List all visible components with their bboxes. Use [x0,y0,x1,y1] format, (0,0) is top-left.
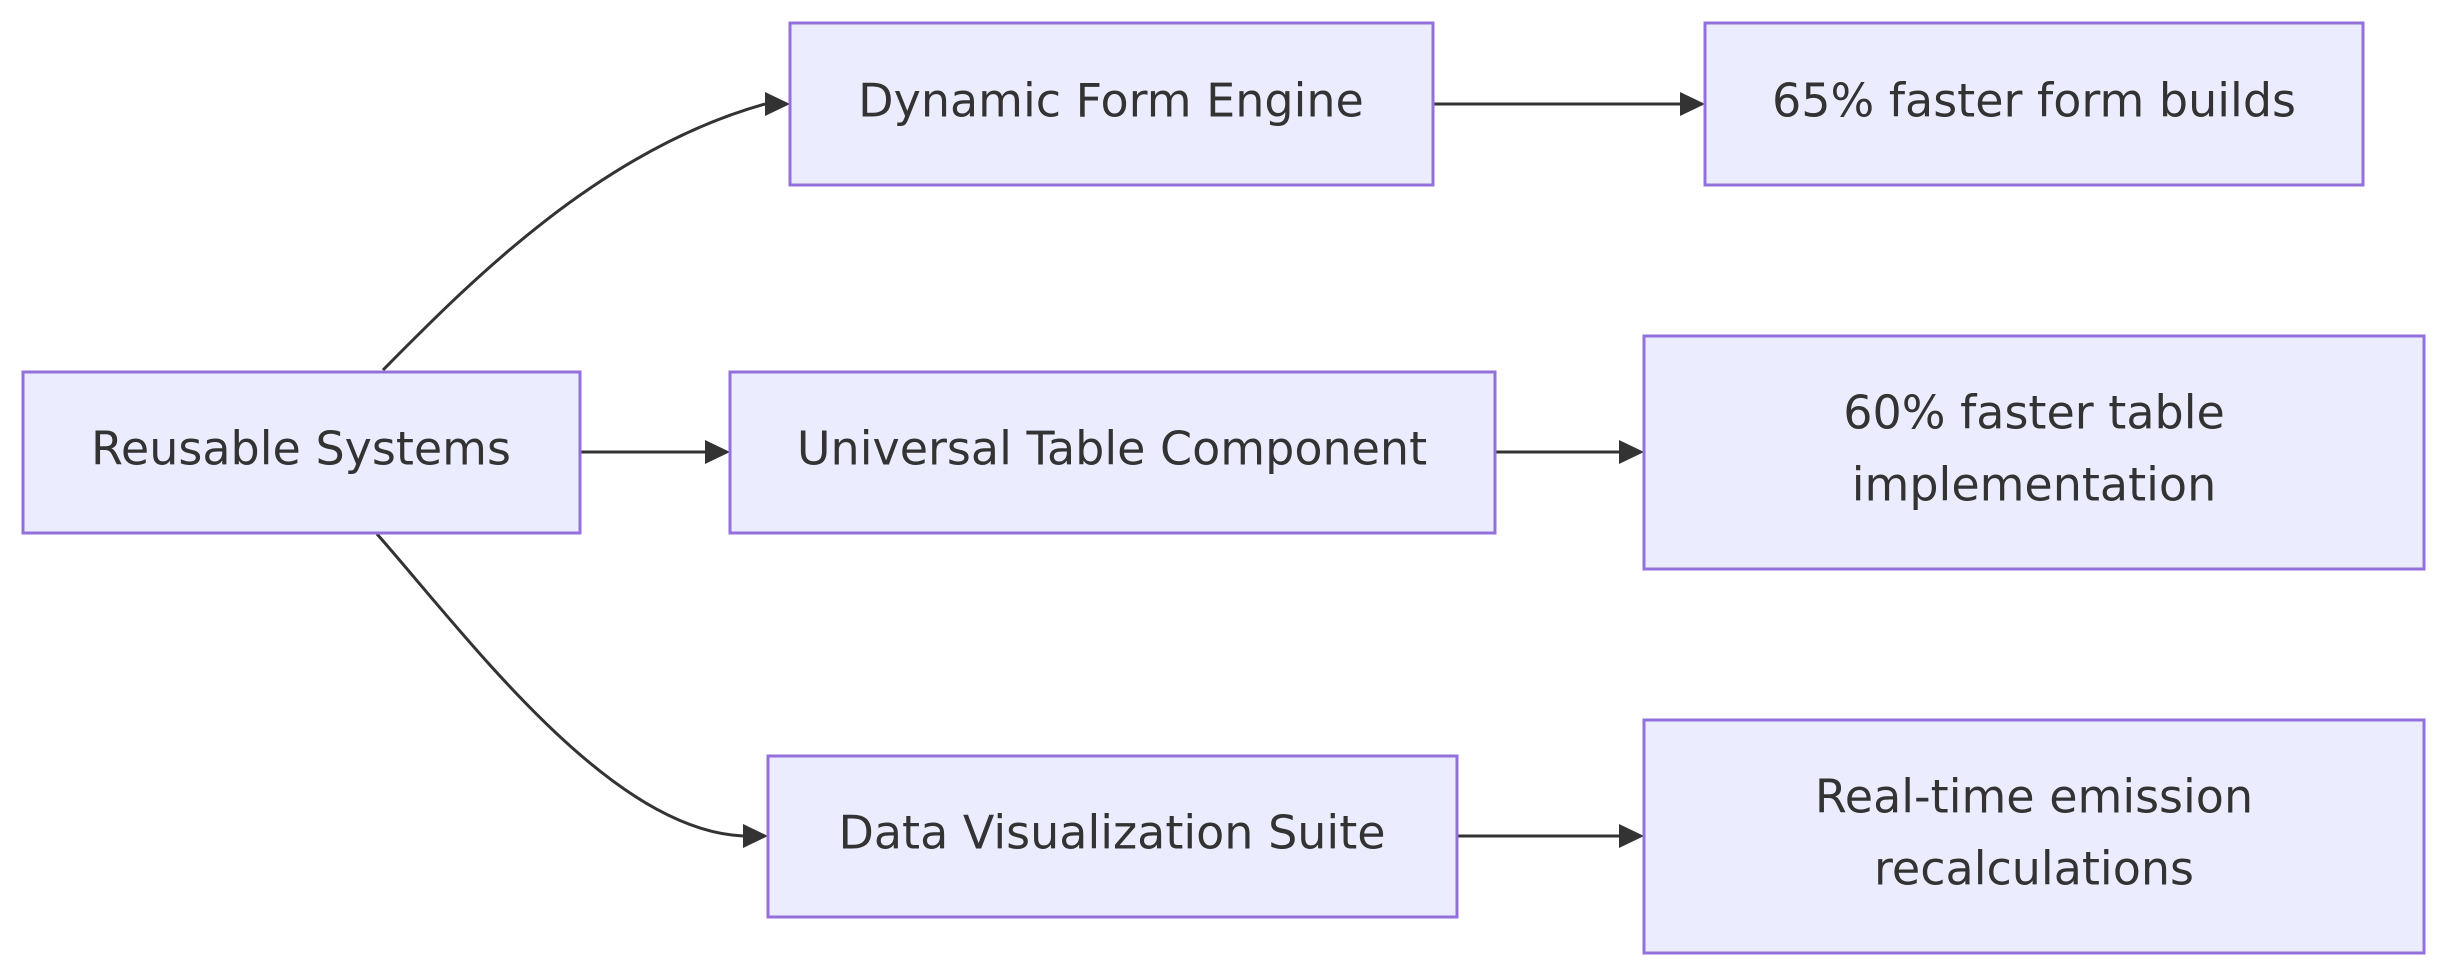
node-table-implementation-result: 60% faster table implementation [1642,334,2426,571]
edge-reusable-to-form-engine [381,102,766,372]
edge-reusable-to-dataviz-suite [375,533,744,838]
edges [375,92,1705,848]
node-label: Data Visualization Suite [838,806,1385,860]
node-label-line-2: recalculations [1874,842,2194,896]
node-dynamic-form-engine: Dynamic Form Engine [788,21,1435,187]
node-reusable-systems: Reusable Systems [21,370,582,535]
node-label-line-1: 60% faster table [1843,386,2225,440]
node-universal-table-component: Universal Table Component [728,370,1497,535]
node-label-line-1: Real-time emission [1815,770,2253,824]
node-form-builds-result: 65% faster form builds [1703,21,2365,187]
node-label-line-2: implementation [1852,458,2216,512]
arrowhead-form-engine [765,92,790,116]
arrowhead-dataviz-result [1619,824,1644,848]
node-emission-recalculations-result: Real-time emission recalculations [1642,718,2426,955]
node-label: Universal Table Component [797,422,1427,476]
arrowhead-form-result [1680,92,1705,116]
arrowhead-table-result [1619,440,1644,464]
arrowhead-dataviz-suite [743,824,768,848]
node-label: 65% faster form builds [1772,74,2296,128]
node-data-visualization-suite: Data Visualization Suite [766,754,1459,919]
node-label: Reusable Systems [91,422,511,476]
arrowhead-table-component [705,440,730,464]
node-label: Dynamic Form Engine [858,74,1364,128]
